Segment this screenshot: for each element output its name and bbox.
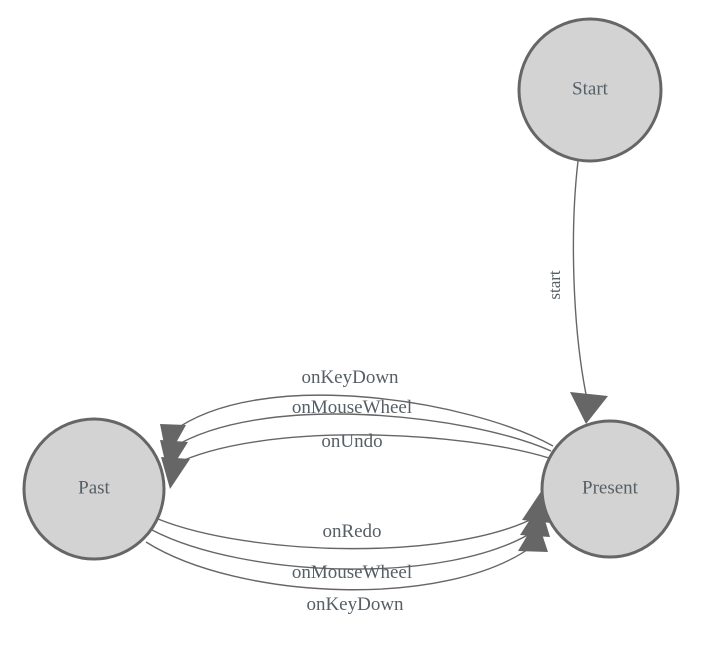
node-past[interactable]: Past: [22, 417, 166, 561]
node-start[interactable]: Start: [517, 17, 663, 163]
node-past-label: Past: [78, 477, 110, 498]
edge-onmousewheel-to-present-path: [151, 529, 537, 570]
edge-onredo-to-present[interactable]: onRedo: [157, 490, 551, 550]
edge-onkeydown-to-present[interactable]: onKeyDown: [145, 519, 548, 615]
edge-onundo-to-past-path: [172, 434, 550, 466]
edge-onkeydown-to-past-path: [171, 394, 554, 447]
edge-onundo-to-past-arrowhead: [161, 457, 190, 489]
edge-onredo-to-present-path: [157, 515, 539, 550]
node-present[interactable]: Present: [540, 419, 680, 559]
node-present-label: Present: [582, 477, 639, 498]
node-start-label: Start: [572, 78, 609, 99]
edge-onkeydown-to-present-label: onKeyDown: [306, 594, 404, 615]
edge-onmousewheel-to-past-path: [171, 413, 552, 452]
edge-onundo-to-past[interactable]: onUndo: [161, 431, 550, 489]
edge-start-path: [572, 160, 589, 405]
edge-onmousewheel-to-past-label: onMouseWheel: [292, 397, 412, 418]
edge-start-label: start: [545, 270, 564, 300]
edge-onundo-to-past-label: onUndo: [321, 431, 382, 452]
edge-onredo-to-present-label: onRedo: [322, 521, 381, 542]
edge-onmousewheel-to-present[interactable]: onMouseWheel: [151, 504, 550, 583]
node-present-circle: [540, 419, 680, 559]
edge-onkeydown-to-past-label: onKeyDown: [301, 367, 399, 388]
edge-start-arrowhead: [570, 392, 608, 424]
edge-onkeydown-to-present-arrowhead: [518, 519, 548, 552]
edge-onmousewheel-to-present-label: onMouseWheel: [292, 562, 412, 583]
edge-start[interactable]: start: [545, 160, 608, 424]
edge-onkeydown-to-present-path: [145, 541, 535, 591]
edge-onmousewheel-to-present-arrowhead: [520, 504, 550, 537]
node-past-circle: [22, 417, 166, 561]
node-start-circle: [517, 17, 663, 163]
